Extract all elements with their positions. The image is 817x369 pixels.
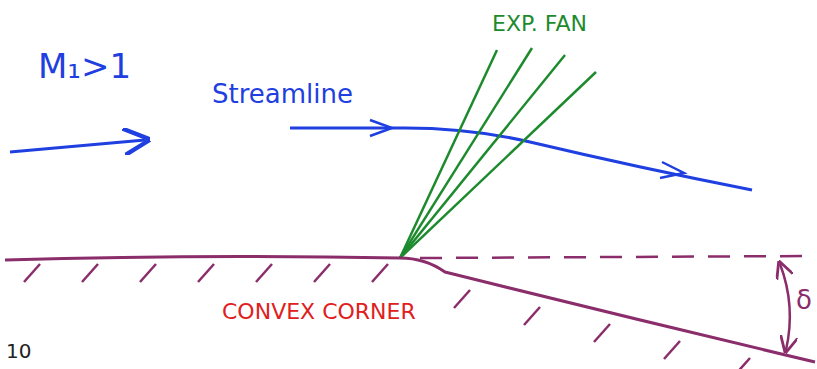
streamline-arrowhead xyxy=(370,120,392,136)
hatch-stroke xyxy=(140,264,156,282)
angle-arrow xyxy=(780,264,790,350)
mach-wave xyxy=(400,50,497,258)
hatch-stroke xyxy=(256,264,272,282)
hatch-stroke xyxy=(24,264,40,282)
streamline xyxy=(290,128,752,190)
mach-label: M₁>1 xyxy=(38,48,131,85)
hatch-stroke xyxy=(524,307,540,325)
hatch-stroke xyxy=(82,264,98,282)
angle-label: δ xyxy=(796,286,812,315)
hatch-stroke xyxy=(314,264,330,282)
expansion-fan xyxy=(400,48,596,258)
wall-hatching xyxy=(24,264,750,369)
hatch-stroke xyxy=(372,264,388,282)
fan-label: EXP. FAN xyxy=(492,12,587,36)
wall-extension xyxy=(420,256,810,258)
page-number: 10 xyxy=(6,340,31,362)
mach-wave xyxy=(400,55,565,258)
streamline-label: Streamline xyxy=(212,80,353,109)
wall xyxy=(5,256,815,362)
hatch-stroke xyxy=(454,290,470,308)
hatch-stroke xyxy=(734,358,750,369)
hatch-stroke xyxy=(664,341,680,359)
hatch-stroke xyxy=(198,264,214,282)
corner-label: CONVEX CORNER xyxy=(222,300,416,324)
hatch-stroke xyxy=(594,324,610,342)
streamline-arrowhead xyxy=(660,162,684,178)
mach-wave xyxy=(400,72,596,258)
freestream-arrow xyxy=(10,140,145,152)
